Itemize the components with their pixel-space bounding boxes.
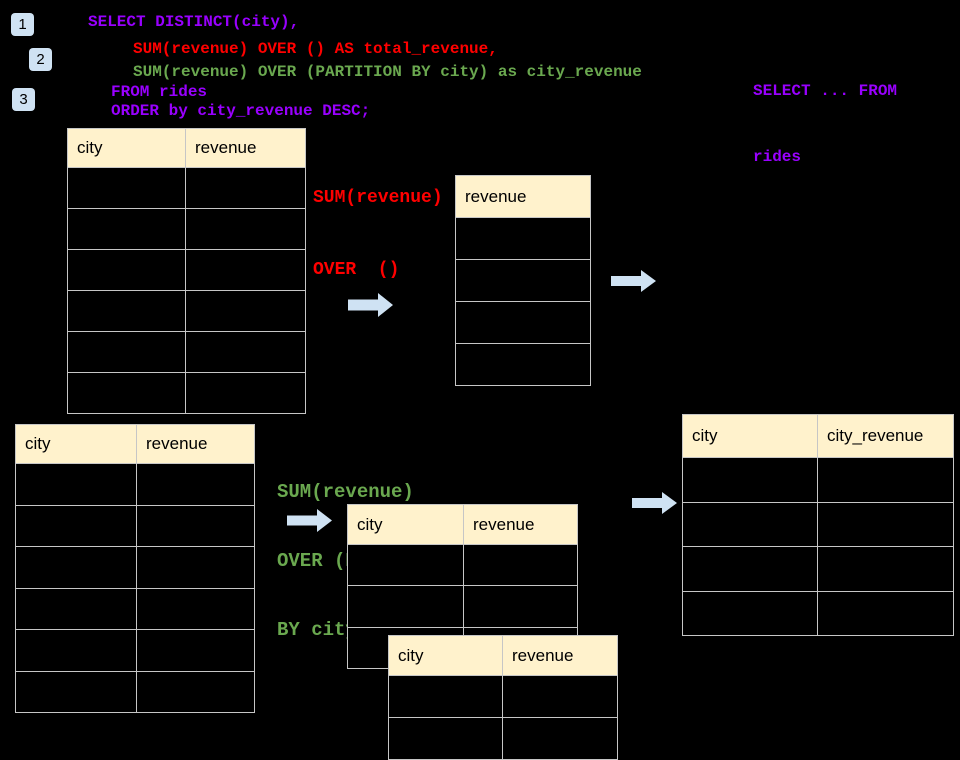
label-line: SUM(revenue) [277, 481, 414, 503]
table-row [456, 344, 591, 386]
table-row [16, 464, 255, 506]
table-row [456, 218, 591, 260]
code-line-sum-partition: SUM(revenue) OVER (PARTITION BY city) as… [133, 63, 642, 81]
column-header-revenue: revenue [503, 636, 618, 676]
table-rides-top: city revenue [67, 128, 306, 414]
table-header-row: city revenue [348, 505, 578, 545]
table-header-row: revenue [456, 176, 591, 218]
table-city-revenue-result: city city_revenue [682, 414, 954, 636]
code-line-order: ORDER by city_revenue DESC; [111, 102, 371, 120]
arrow-right-icon [287, 509, 332, 532]
column-header-city: city [16, 425, 137, 464]
code-line-from: FROM rides [111, 83, 208, 101]
table-row [348, 545, 578, 587]
table-header-row: city revenue [389, 636, 618, 676]
table-row [68, 332, 306, 373]
column-header-city: city [683, 415, 818, 458]
table-row [68, 168, 306, 209]
table-header-row: city revenue [68, 129, 306, 168]
table-row [683, 502, 954, 547]
table-rides-bottom: city revenue [15, 424, 255, 713]
code-line-select: SELECT DISTINCT(city), [88, 13, 300, 31]
table-row [16, 630, 255, 672]
table-header-row: city revenue [16, 425, 255, 464]
table-row [456, 302, 591, 344]
column-header-city-revenue: city_revenue [818, 415, 954, 458]
table-row [389, 718, 618, 760]
table-row [16, 588, 255, 630]
code-line-sum-total: SUM(revenue) OVER () AS total_revenue, [133, 40, 498, 58]
table-row [16, 547, 255, 589]
column-header-revenue: revenue [456, 176, 591, 218]
table-row [683, 591, 954, 636]
table-row [16, 505, 255, 547]
table-total-revenue-result: revenue [455, 175, 591, 386]
side-note-line: rides [753, 148, 802, 166]
label-sum-over-total: SUM(revenue) OVER () [313, 138, 443, 306]
table-row [683, 547, 954, 592]
table-row [68, 250, 306, 291]
table-header-row: city city_revenue [683, 415, 954, 458]
column-header-revenue: revenue [464, 505, 578, 545]
arrow-right-icon [632, 492, 677, 514]
table-row [348, 586, 578, 628]
column-header-revenue: revenue [186, 129, 306, 168]
label-line: OVER () [313, 260, 400, 280]
table-row [456, 260, 591, 302]
label-line: SUM(revenue) [313, 188, 443, 208]
step-badge-1: 1 [11, 13, 34, 36]
column-header-city: city [389, 636, 503, 676]
column-header-city: city [348, 505, 464, 545]
table-row [16, 671, 255, 713]
table-row [68, 209, 306, 250]
step-badge-2: 2 [29, 48, 52, 71]
table-row [68, 373, 306, 414]
side-note-line: SELECT ... FROM [753, 82, 898, 100]
arrow-right-icon [611, 270, 656, 292]
column-header-revenue: revenue [137, 425, 255, 464]
table-row [683, 458, 954, 503]
table-row [389, 676, 618, 718]
table-partition-overlay: city revenue [388, 635, 618, 760]
table-row [68, 291, 306, 332]
arrow-right-icon [348, 293, 393, 317]
column-header-city: city [68, 129, 186, 168]
step-badge-3: 3 [12, 88, 35, 111]
side-note-select-from: SELECT ... FROM rides [753, 36, 897, 190]
